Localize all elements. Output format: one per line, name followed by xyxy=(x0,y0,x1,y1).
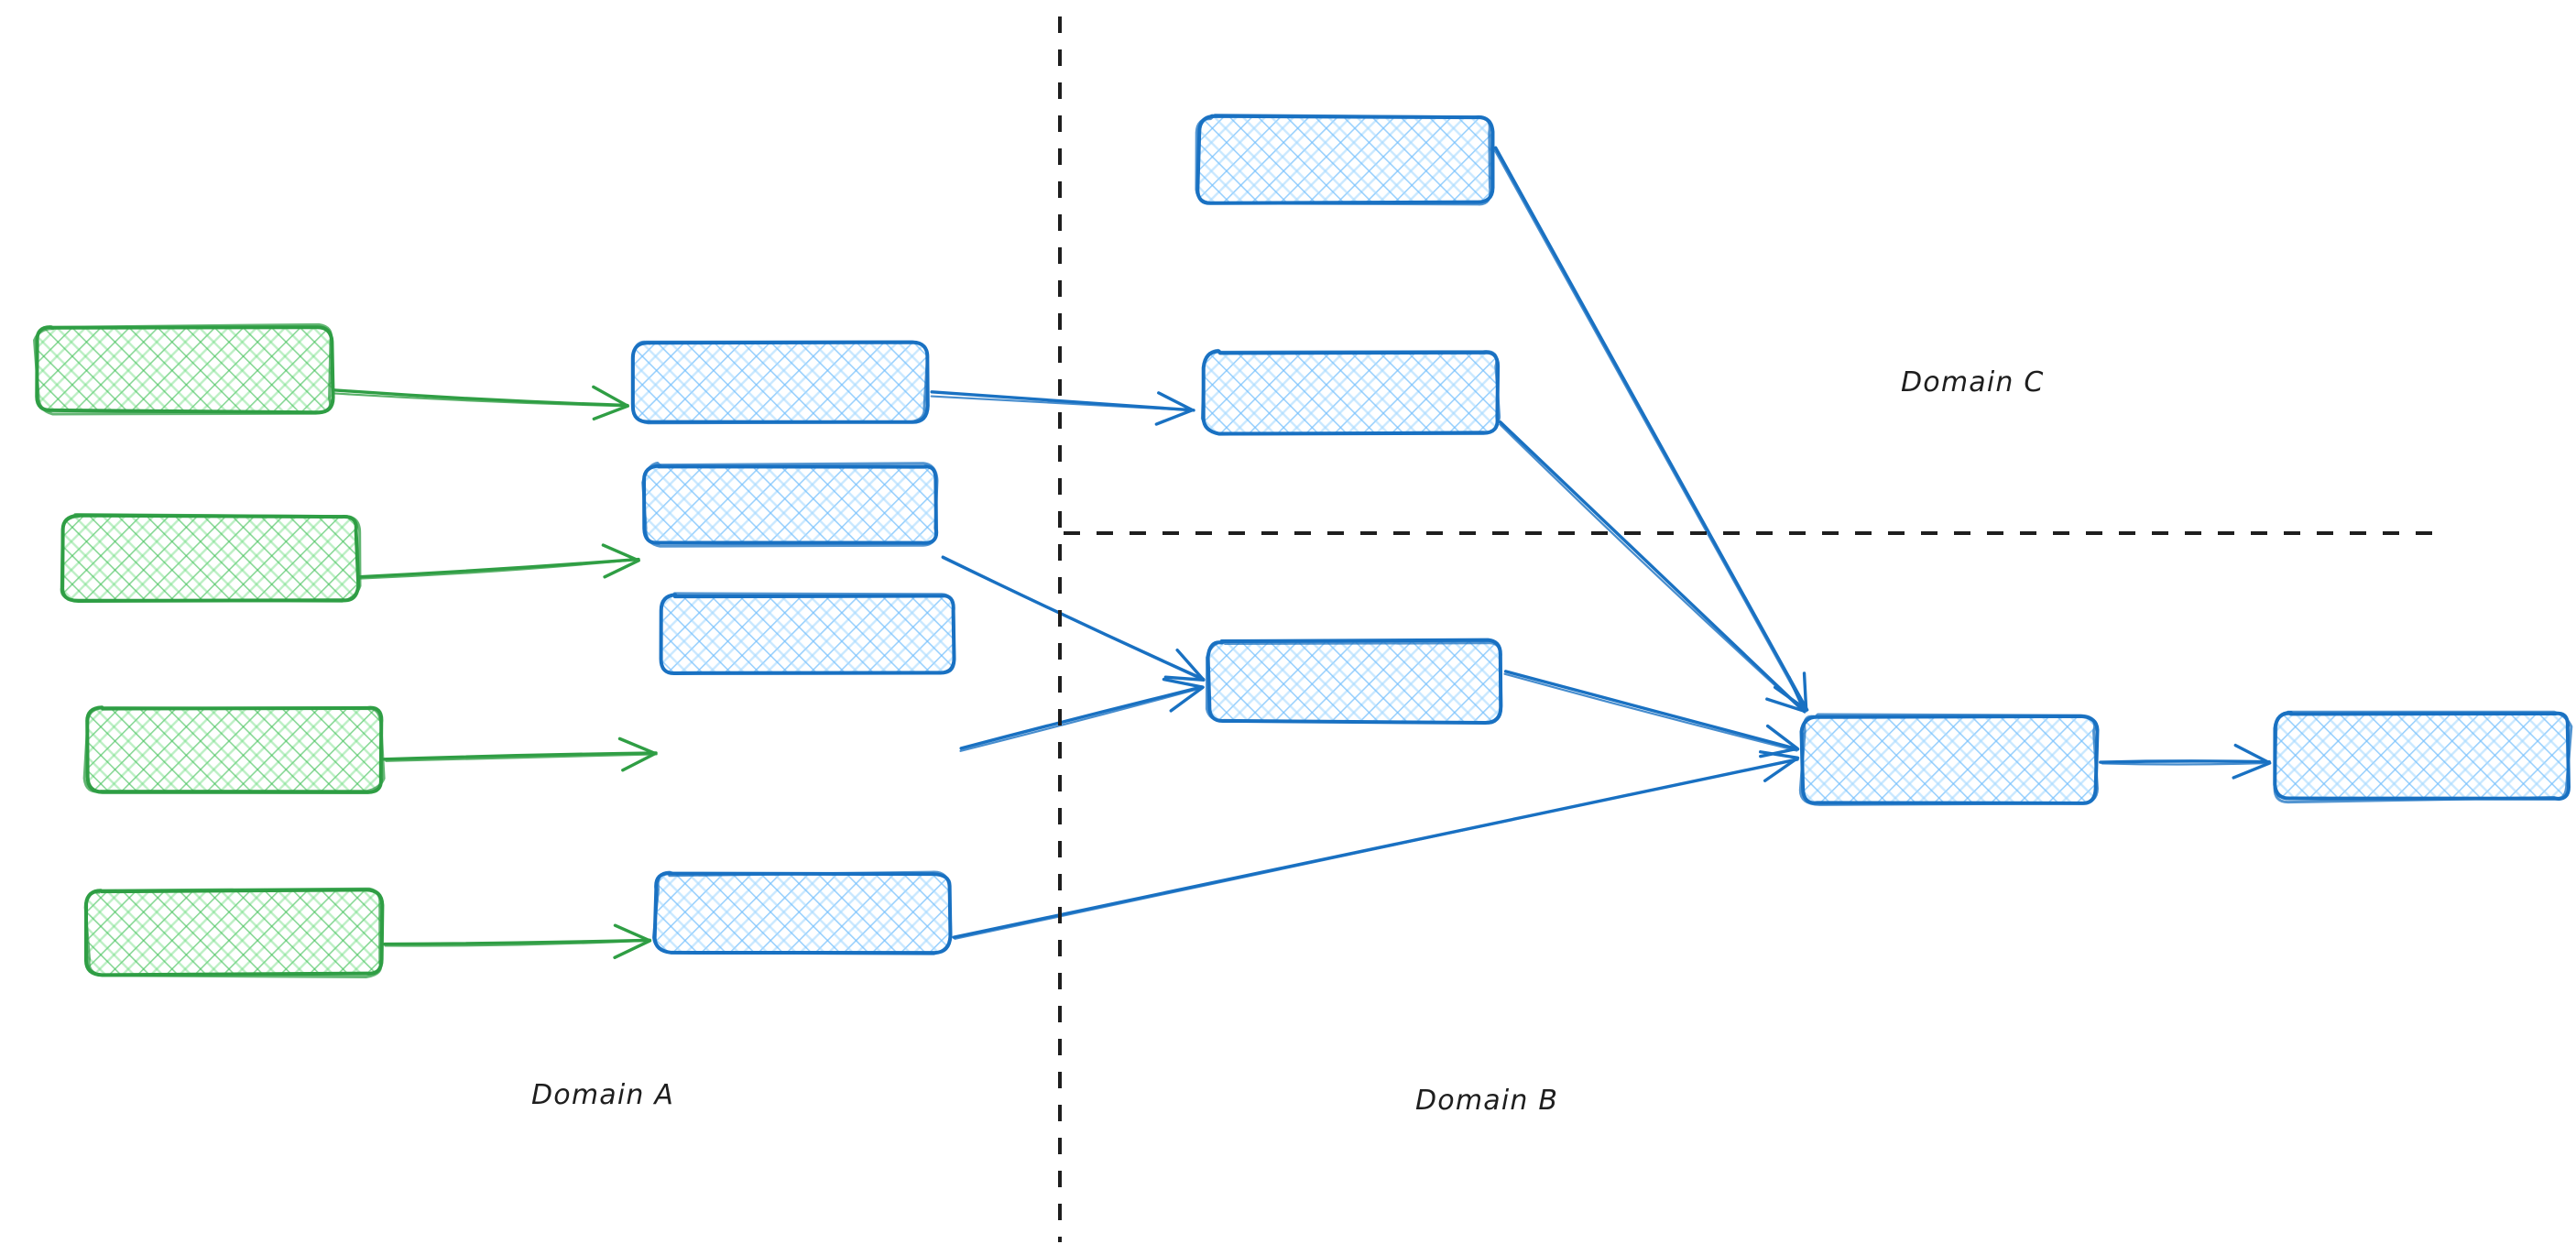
edge-arrowhead xyxy=(1765,675,1806,714)
edge-shaft xyxy=(385,753,658,762)
edge-shaft xyxy=(332,388,629,408)
edge-shaft xyxy=(959,686,1204,752)
edge-arrowhead xyxy=(1154,391,1195,426)
edge-shaft xyxy=(357,557,640,579)
edge-shaft xyxy=(942,556,1204,682)
edge-shaft xyxy=(954,758,1798,940)
node-outline xyxy=(60,513,362,603)
node-source-3[interactable] xyxy=(82,705,386,794)
label-domain-b: Domain B xyxy=(1415,1085,1558,1117)
label-domain-c: Domain C xyxy=(1901,366,2045,398)
node-source-4[interactable] xyxy=(83,887,385,978)
edge-arrowhead xyxy=(617,737,658,772)
edge-arrowhead xyxy=(1759,724,1799,758)
edge-source2-to-stage2[interactable] xyxy=(357,543,640,580)
label-domain-a: Domain A xyxy=(531,1079,674,1111)
edge-shaft xyxy=(2099,759,2271,764)
edge-stage3-to-target3[interactable] xyxy=(959,677,1205,752)
node-outline xyxy=(1798,713,2100,806)
edge-target2-to-aggregate[interactable] xyxy=(1499,420,1806,714)
node-fill xyxy=(1205,352,1498,432)
node-stage-4[interactable] xyxy=(651,870,953,955)
node-fill xyxy=(656,873,949,952)
edge-stage1-to-target2[interactable] xyxy=(930,390,1195,426)
node-outline xyxy=(651,870,953,955)
node-fill xyxy=(1803,716,2096,803)
node-stage-2[interactable] xyxy=(641,461,939,548)
edge-shaft xyxy=(959,685,1204,750)
edge-shaft xyxy=(384,939,651,947)
edges-layer xyxy=(332,145,2272,959)
edge-shaft xyxy=(382,751,658,761)
labels-layer: Domain A Domain B Domain C xyxy=(531,366,2045,1117)
dividers-layer xyxy=(1058,16,2448,1242)
node-outline xyxy=(1200,348,1501,436)
edge-target3-to-aggregate[interactable] xyxy=(1503,670,1800,758)
edge-shaft xyxy=(1499,420,1806,714)
node-outline xyxy=(83,887,382,978)
node-stage-1[interactable] xyxy=(630,340,930,425)
node-fill xyxy=(2276,713,2569,800)
edge-shaft xyxy=(1493,146,1809,712)
node-fill xyxy=(87,890,382,975)
node-fill xyxy=(634,343,927,421)
node-aggregate[interactable] xyxy=(1798,713,2100,806)
node-outline xyxy=(1205,639,1503,725)
edge-shaft xyxy=(1491,145,1807,713)
edge-shaft xyxy=(2101,761,2271,766)
node-fill xyxy=(62,516,357,600)
node-fill xyxy=(37,327,332,411)
edge-source3-to-stage3[interactable] xyxy=(382,737,658,772)
node-outline xyxy=(1195,114,1492,206)
edge-arrowhead xyxy=(1162,677,1205,713)
edge-shaft xyxy=(1499,423,1806,714)
node-outline xyxy=(630,340,930,425)
edge-arrowhead xyxy=(592,385,629,421)
edge-arrowhead xyxy=(613,923,652,959)
node-outline xyxy=(82,706,386,793)
edge-source1-to-stage1[interactable] xyxy=(332,385,629,421)
node-output[interactable] xyxy=(2273,710,2573,804)
edge-aggregate-to-output[interactable] xyxy=(2099,743,2272,780)
node-fill xyxy=(644,465,937,544)
node-fill xyxy=(87,707,382,791)
node-target-2[interactable] xyxy=(1200,348,1501,436)
node-outline xyxy=(660,592,956,674)
edge-stage4-to-aggregate[interactable] xyxy=(952,750,1800,940)
edge-arrowhead xyxy=(601,543,640,579)
node-stage-3[interactable] xyxy=(659,592,956,675)
edge-shaft xyxy=(333,392,628,408)
node-target-3[interactable] xyxy=(1205,638,1503,726)
edge-shaft xyxy=(359,558,639,580)
edge-stage2-to-target3[interactable] xyxy=(941,555,1206,682)
node-source-1[interactable] xyxy=(33,322,335,416)
node-outline xyxy=(2273,710,2573,804)
edge-arrowhead xyxy=(2232,743,2272,780)
edge-shaft xyxy=(1503,670,1800,751)
node-outline xyxy=(641,461,939,548)
node-fill xyxy=(1208,641,1501,722)
node-source-2[interactable] xyxy=(60,513,362,603)
edge-arrowhead xyxy=(1163,648,1206,682)
node-fill xyxy=(1198,116,1491,203)
edge-source4-to-stage4[interactable] xyxy=(383,923,652,959)
node-target-1[interactable] xyxy=(1195,114,1495,206)
node-outline xyxy=(33,322,333,416)
edge-shaft xyxy=(930,395,1195,412)
edge-target1-to-aggregate[interactable] xyxy=(1491,145,1809,713)
node-fill xyxy=(661,595,955,674)
edge-shaft xyxy=(941,555,1206,682)
nodes-layer xyxy=(33,114,2573,978)
edge-shaft xyxy=(1503,672,1798,752)
